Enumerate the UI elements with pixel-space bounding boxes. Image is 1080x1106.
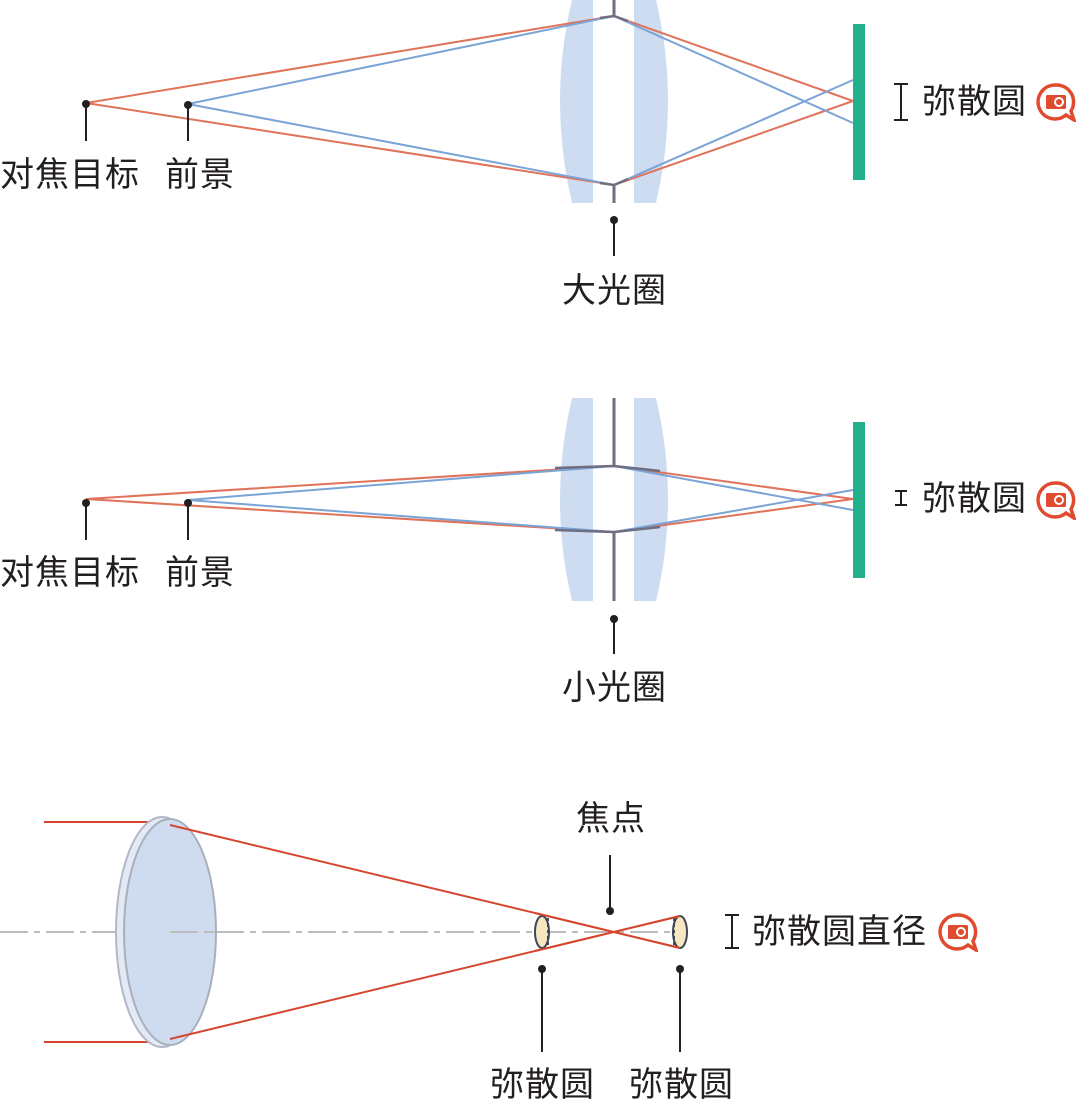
sensor-bar bbox=[853, 24, 865, 180]
small-aperture-label: 小光圈 bbox=[562, 668, 667, 708]
focus-target-label: 对焦目标 bbox=[0, 155, 140, 195]
focus-target-label: 对焦目标 bbox=[0, 553, 140, 593]
lens-right-half bbox=[634, 398, 668, 601]
aperture-ray-segment bbox=[554, 525, 661, 534]
aperture-ray-segment bbox=[599, 177, 629, 187]
coc-size-bracket-icon bbox=[894, 83, 908, 121]
sensor-bar bbox=[853, 422, 865, 578]
foreground-ray-top bbox=[187, 464, 854, 511]
lens-right-half bbox=[634, 0, 668, 203]
foreground-label: 前景 bbox=[165, 553, 235, 593]
refracted-ray-top-overlay bbox=[534, 912, 681, 949]
coc-disc-left bbox=[534, 915, 550, 949]
aperture-ray-segment bbox=[554, 464, 661, 473]
coc-diameter-label: 弥散圆直径 bbox=[752, 912, 927, 952]
focal-point-label: 焦点 bbox=[576, 799, 646, 839]
coc-right-label: 弥散圆 bbox=[629, 1065, 734, 1105]
lens-left-half bbox=[560, 398, 593, 601]
focus-ray-bottom bbox=[85, 498, 854, 534]
foreground-label: 前景 bbox=[165, 155, 235, 195]
focus-ray-top bbox=[85, 14, 854, 104]
coc-disc-right bbox=[672, 915, 688, 949]
large-aperture-diagram bbox=[82, 0, 908, 256]
small-aperture-diagram bbox=[82, 398, 907, 654]
focus-ray-top bbox=[85, 464, 854, 500]
camera-bubble-icon bbox=[938, 913, 978, 952]
refracted-ray-bottom-overlay bbox=[534, 915, 681, 952]
coc-left-label: 弥散圆 bbox=[490, 1065, 595, 1105]
lens-left-half bbox=[560, 0, 593, 203]
large-aperture-label: 大光圈 bbox=[562, 271, 667, 311]
coc-label: 弥散圆 bbox=[922, 479, 1027, 519]
aperture-ray-segment bbox=[599, 14, 629, 23]
focal-point-diagram bbox=[0, 816, 739, 1052]
camera-bubble-icon bbox=[1036, 83, 1076, 122]
foreground-ray-bottom bbox=[187, 79, 854, 187]
camera-bubble-icon bbox=[1036, 481, 1076, 520]
coc-size-bracket-icon bbox=[895, 490, 907, 506]
coc-label: 弥散圆 bbox=[922, 82, 1027, 122]
coc-diameter-bracket-icon bbox=[725, 914, 739, 949]
